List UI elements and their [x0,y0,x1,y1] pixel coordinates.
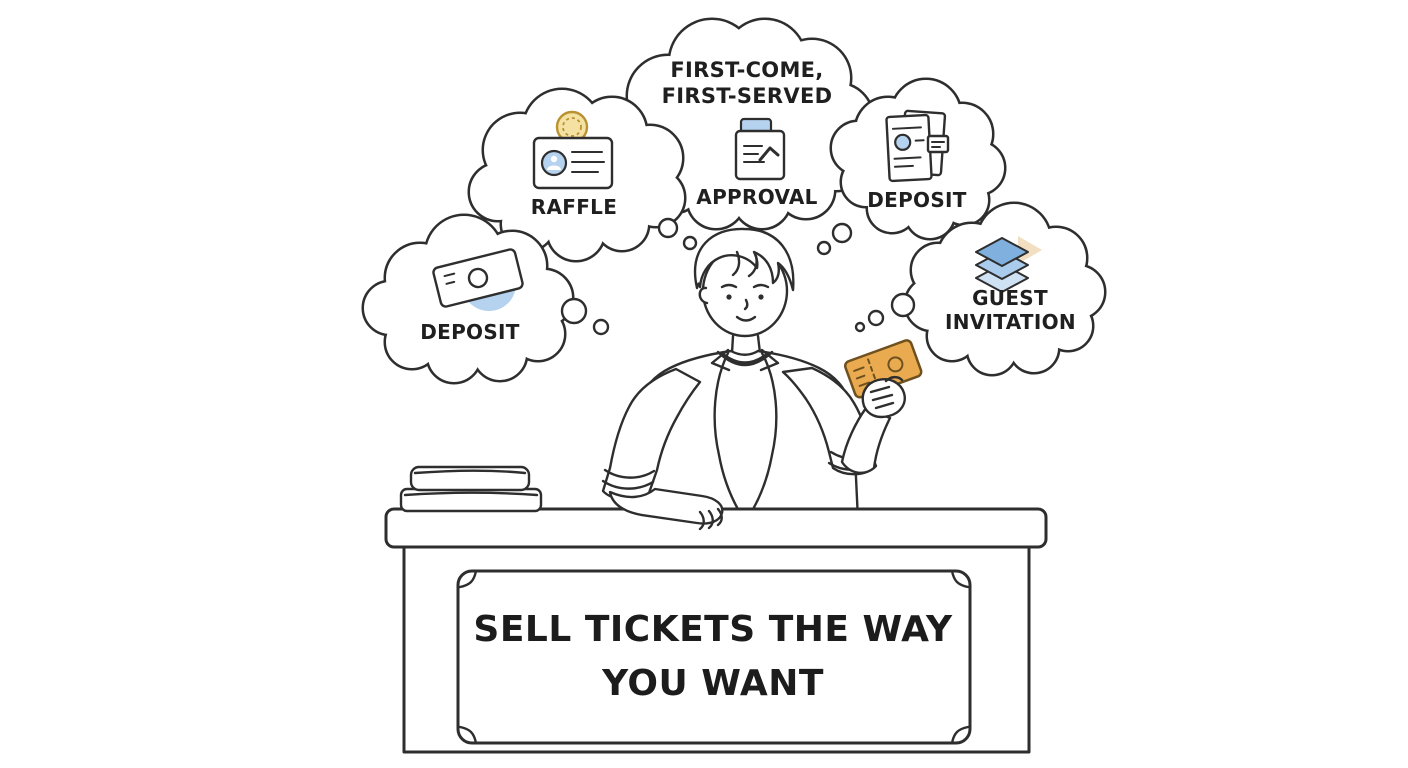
bubble-label-deposit-left: DEPOSIT [420,320,520,344]
approval-stamp-icon [734,117,786,181]
person-ear [698,286,709,305]
bubble-label-first-come: FIRST-COME, FIRST-SERVED [661,58,833,108]
layers-stack-icon [975,236,1042,293]
person-right-hand [861,375,906,419]
desk-sign [456,569,972,745]
person-left-forearm [608,487,724,531]
bubble-label-guest-invitation: GUEST INVITATION [945,286,1076,335]
bubble-label-raffle: RAFFLE [530,195,618,219]
thought-bubble-trails [560,217,916,336]
person [601,227,878,522]
raffle-card-icon [532,110,614,190]
person-hair [694,227,795,292]
desk-sign-text: SELL TICKETS THE WAY YOU WANT [473,609,953,704]
desk [384,507,1048,754]
books [399,465,543,513]
bubble-label-deposit-right: DEPOSIT [867,188,967,212]
bubble-label-approval: APPROVAL [696,185,818,209]
person-right-forearm [840,406,892,474]
ticket-icon [432,248,524,311]
receipt-stack-icon [885,109,950,183]
